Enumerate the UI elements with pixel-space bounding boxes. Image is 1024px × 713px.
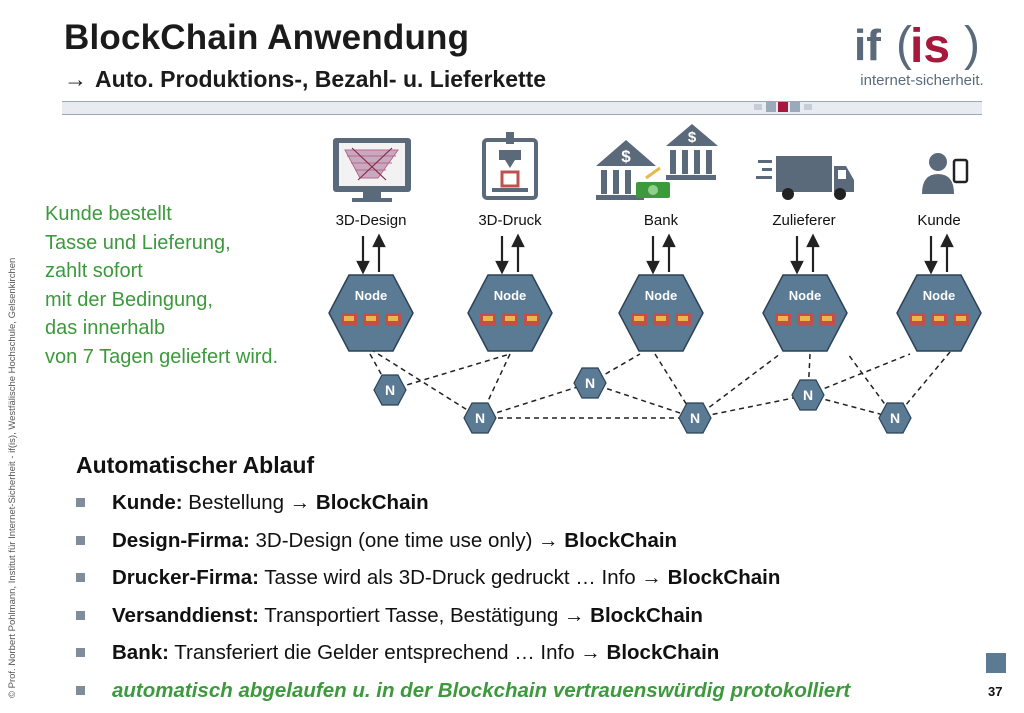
- arrow-right-icon: →: [641, 566, 662, 589]
- bullet-item: Drucker-Firma: Tasse wird als 3D-Druck g…: [76, 563, 996, 601]
- small-node: N: [574, 368, 606, 398]
- party-label: Kunde: [917, 212, 960, 229]
- small-node-label: N: [385, 382, 395, 398]
- bullet-item: Design-Firma: 3D-Design (one time use on…: [76, 526, 996, 564]
- small-node-label: N: [890, 410, 900, 426]
- small-node: N: [879, 403, 911, 433]
- svg-text:$: $: [621, 147, 631, 166]
- big-node: Node: [897, 275, 981, 351]
- bullet-target: BlockChain: [584, 604, 702, 627]
- node-label: Node: [355, 288, 388, 303]
- side-credit: © Prof. Norbert Pohlmann, Institut für I…: [7, 258, 18, 698]
- bullet-square-icon: [76, 648, 85, 657]
- node-label: Node: [645, 288, 678, 303]
- slide-title: BlockChain Anwendung: [64, 18, 469, 58]
- bullet-role: Kunde:: [112, 491, 183, 514]
- bank-icon: $ $: [596, 124, 718, 200]
- small-node-label: N: [803, 387, 813, 403]
- small-node-label: N: [585, 375, 595, 391]
- story-line: von 7 Tagen geliefert wird.: [45, 343, 278, 372]
- story-line: das innerhalb: [45, 314, 278, 343]
- bullet-square-icon: [76, 498, 85, 507]
- bullet-target: BlockChain: [601, 641, 719, 664]
- process-bullet-list: Kunde: Bestellung → BlockChain Design-Fi…: [76, 488, 996, 713]
- node-label: Node: [923, 288, 956, 303]
- arrow-right-icon: →: [564, 604, 585, 627]
- monitor-3d-design-icon: [333, 138, 411, 202]
- subtitle-text: Auto. Produktions-, Bezahl- u. Lieferket…: [95, 66, 546, 92]
- big-node: Node: [468, 275, 552, 351]
- 3d-printer-icon: [484, 132, 536, 198]
- section-heading: Automatischer Ablauf: [76, 452, 314, 479]
- bullet-item: Versanddienst: Transportiert Tasse, Best…: [76, 601, 996, 639]
- node-label: Node: [494, 288, 527, 303]
- small-node: N: [792, 380, 824, 410]
- party-zulieferer: Zulieferer: [756, 156, 854, 229]
- big-node: Node: [329, 275, 413, 351]
- svg-text:): ): [964, 18, 980, 71]
- title-divider-bar: [62, 101, 982, 115]
- bullet-square-icon: [76, 686, 85, 695]
- party-bank: $ $ Bank: [596, 124, 718, 229]
- story-line: Tasse und Lieferung,: [45, 229, 278, 258]
- page-marker-square: [986, 653, 1006, 673]
- small-node-label: N: [690, 410, 700, 426]
- svg-text:$: $: [688, 129, 697, 146]
- arrow-right-icon: →: [290, 491, 311, 514]
- bullet-role: Design-Firma:: [112, 529, 250, 552]
- small-node: N: [679, 403, 711, 433]
- party-label: 3D-Druck: [478, 212, 542, 229]
- arrow-right-icon: →: [64, 66, 87, 92]
- bullet-text: Transportiert Tasse, Bestätigung: [259, 604, 564, 627]
- arrow-right-icon: →: [538, 529, 559, 552]
- arrow-right-icon: →: [580, 641, 601, 664]
- small-node-label: N: [475, 410, 485, 426]
- bullet-square-icon: [76, 611, 85, 620]
- customer-phone-icon: [922, 153, 967, 194]
- bullet-text: 3D-Design (one time use only): [250, 529, 538, 552]
- bullet-text: Transferiert die Gelder entsprechend … I…: [169, 641, 580, 664]
- party-label: Zulieferer: [772, 212, 835, 229]
- small-node: N: [374, 375, 406, 405]
- story-line: Kunde bestellt: [45, 200, 278, 229]
- party-3d-druck: 3D-Druck: [478, 132, 542, 229]
- bullet-item-final: automatisch abgelaufen u. in der Blockch…: [76, 676, 996, 713]
- party-kunde: Kunde: [917, 153, 967, 229]
- bullet-square-icon: [76, 536, 85, 545]
- delivery-truck-icon: [756, 156, 854, 200]
- story-text: Kunde bestellt Tasse und Lieferung, zahl…: [45, 200, 278, 372]
- bullet-item: Bank: Transferiert die Gelder entspreche…: [76, 638, 996, 676]
- story-line: zahlt sofort: [45, 257, 278, 286]
- party-label: 3D-Design: [336, 212, 407, 229]
- bullet-target: BlockChain: [662, 566, 780, 589]
- bullet-text: Tasse wird als 3D-Druck gedruckt … Info: [259, 566, 641, 589]
- bullet-role: Drucker-Firma:: [112, 566, 259, 589]
- bullet-target: BlockChain: [310, 491, 428, 514]
- node-label: Node: [789, 288, 822, 303]
- party-label: Bank: [644, 212, 679, 229]
- small-node: N: [464, 403, 496, 433]
- final-statement: automatisch abgelaufen u. in der Blockch…: [112, 679, 850, 703]
- big-node: Node: [619, 275, 703, 351]
- divider-squares: [62, 101, 982, 115]
- big-node: Node: [763, 275, 847, 351]
- slide-subtitle: → Auto. Produktions-, Bezahl- u. Lieferke…: [64, 66, 546, 93]
- party-3d-design: 3D-Design: [333, 138, 411, 229]
- page-number: 37: [988, 684, 1002, 699]
- logo-text: internet-sicherheit.: [852, 72, 992, 89]
- bullet-square-icon: [76, 573, 85, 582]
- svg-text:is: is: [910, 20, 950, 73]
- story-line: mit der Bedingung,: [45, 286, 278, 315]
- bullet-target: BlockChain: [559, 529, 677, 552]
- bullet-item: Kunde: Bestellung → BlockChain: [76, 488, 996, 526]
- bullet-role: Versanddienst:: [112, 604, 259, 627]
- svg-text:if: if: [854, 21, 881, 70]
- transaction-arrows: [358, 236, 952, 272]
- bullet-role: Bank:: [112, 641, 169, 664]
- blockchain-network-diagram: 3D-Design 3D-Druck $ $: [300, 115, 1000, 440]
- bullet-text: Bestellung: [183, 491, 290, 514]
